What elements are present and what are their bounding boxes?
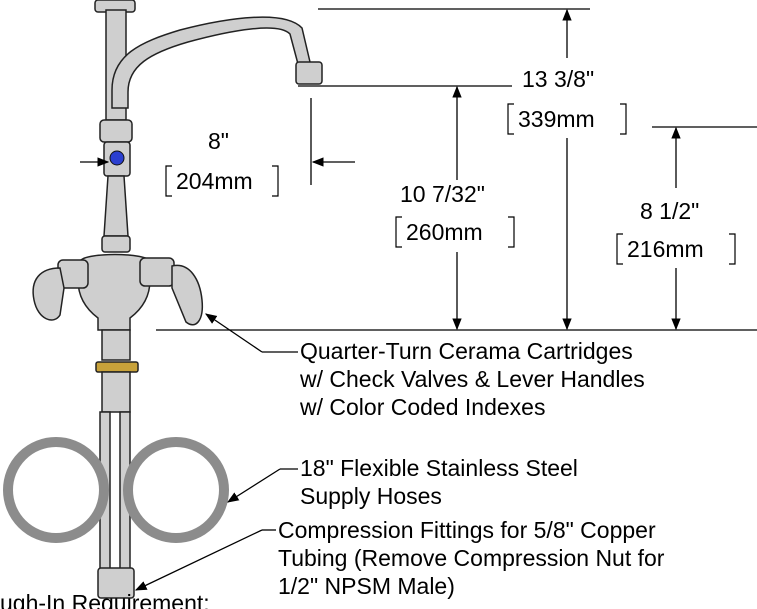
cartridge-callout-line-3: w/ Color Coded Indexes [300,394,546,420]
faucet-body [3,0,323,599]
body-nut [101,235,131,253]
riser-nut [99,119,133,143]
reach-metric-label: 204mm [176,168,253,194]
fittings-callout-line-3: 1/2" NPSM Male) [278,573,455,599]
total-height-imperial-label: 13 3/8" [522,66,595,92]
right-valve-bonnet [139,257,175,287]
metric-brackets [165,103,736,265]
right-hose-loop [123,437,229,543]
fittings-callout-line-2: Tubing (Remove Compression Nut for [278,545,665,571]
roughin-requirement-fragment: ugh-In Requirement: [0,590,210,609]
body-height-imperial-label: 8 1/2" [640,198,700,224]
hose-callout-line-2: Supply Hoses [300,483,442,509]
dimension-lines [80,8,757,331]
spout [111,16,311,109]
hose-callout-line-1: 18" Flexible Stainless Steel [300,455,578,481]
lower-stem [103,175,129,237]
threaded-shank [101,329,131,361]
reach-imperial-label: 8" [208,128,229,154]
left-hose-loop [3,437,109,543]
aerator [295,61,323,85]
compression-fittings [97,567,135,599]
lock-nut [95,361,139,373]
color-index-icon [109,150,125,166]
outlet-height-imperial-label: 10 7/32" [400,181,485,207]
cartridge-callout-line-2: w/ Check Valves & Lever Handles [300,366,645,392]
body-height-metric-label: 216mm [627,236,704,262]
cartridge-callout-line-1: Quarter-Turn Cerama Cartridges [300,338,633,364]
outlet-height-metric-label: 260mm [406,219,483,245]
fittings-callout-line-1: Compression Fittings for 5/8" Copper [278,517,656,543]
right-lever-handle [171,264,204,326]
left-lever-handle [32,267,65,321]
callout-leaders [134,313,298,591]
total-height-metric-label: 339mm [518,106,595,132]
tail-pieces [101,371,131,413]
mixing-body [77,253,151,331]
